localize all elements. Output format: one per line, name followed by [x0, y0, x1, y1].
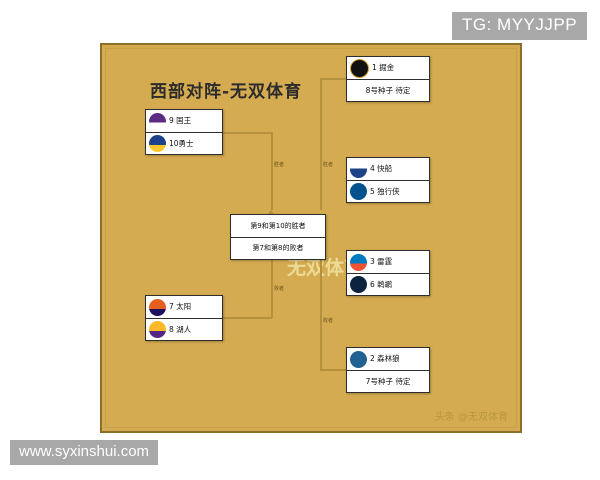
- edge-label-center-nuggets: 胜者: [323, 162, 334, 168]
- matchup-box-seed-1[interactable]: 1 掘金 8号种子 待定: [346, 56, 430, 102]
- team-label: 8号种子 待定: [365, 85, 411, 95]
- table-row[interactable]: 第9和第10的胜者: [231, 215, 325, 237]
- table-row[interactable]: 1 掘金: [347, 57, 429, 79]
- nuggets-logo: [350, 58, 369, 78]
- edge-label-center-wolves: 败者: [323, 318, 334, 324]
- team-label: 6 鹈鹕: [370, 279, 393, 289]
- table-row[interactable]: 9 国王: [146, 110, 222, 132]
- matchup-box-seed-4-5[interactable]: 4 快船 5 独行侠: [346, 157, 430, 203]
- connector-suns-v: [271, 258, 273, 318]
- clippers-logo: [350, 160, 367, 178]
- team-label: 3 雷霆: [370, 257, 393, 267]
- center-watermark: 无双体育: [287, 257, 364, 279]
- table-row[interactable]: 6 鹈鹕: [347, 273, 429, 295]
- edge-label-kings: 胜者: [274, 162, 285, 168]
- table-row[interactable]: 2 森林狼: [347, 348, 429, 370]
- tg-watermark-badge: TG: MYYJJPP: [452, 12, 588, 40]
- play-in-winner-label: 第9和第10的胜者: [250, 221, 306, 230]
- bracket-panel: 西部对阵-无双体育 无双体育 头条 @无双体育 胜者 败者 胜者 败者 9 国王: [100, 43, 522, 433]
- table-row[interactable]: 4 快船: [347, 158, 429, 180]
- mavericks-logo: [350, 183, 367, 200]
- pelicans-logo: [350, 276, 367, 293]
- page-title: 西部对阵-无双体育: [150, 82, 303, 102]
- matchup-box-seed-2[interactable]: 2 森林狼 7号种子 待定: [346, 347, 430, 393]
- timberwolves-logo: [350, 350, 367, 368]
- matchup-box-play-in-9-10[interactable]: 9 国王 10勇士: [145, 109, 223, 155]
- team-label: 9 国王: [169, 116, 192, 126]
- matchup-box-play-in-7-8[interactable]: 7 太阳 8 湖人: [145, 295, 223, 341]
- table-row[interactable]: 第7和第8的败者: [231, 237, 325, 259]
- edge-label-suns: 败者: [274, 286, 285, 292]
- suns-logo: [149, 298, 166, 316]
- corner-watermark: 头条 @无双体育: [434, 412, 508, 423]
- table-row[interactable]: 7 太阳: [146, 296, 222, 318]
- table-row[interactable]: 5 独行侠: [347, 180, 429, 202]
- connector-suns-h: [186, 317, 272, 319]
- team-label: 7号种子 待定: [365, 376, 411, 386]
- team-label: 2 森林狼: [370, 354, 400, 364]
- connector-center-down-h: [320, 369, 346, 371]
- connector-kings-h: [186, 132, 272, 134]
- team-label: 8 湖人: [169, 324, 192, 334]
- table-row[interactable]: 10勇士: [146, 132, 222, 154]
- thunder-logo: [350, 253, 367, 271]
- table-row[interactable]: 8号种子 待定: [347, 79, 429, 101]
- connector-kings-arrow: [268, 210, 274, 214]
- team-label: 7 太阳: [169, 302, 192, 312]
- table-row[interactable]: 7号种子 待定: [347, 370, 429, 392]
- kings-logo: [149, 112, 166, 130]
- lakers-logo: [149, 321, 166, 338]
- connector-kings-v: [271, 132, 273, 210]
- matchup-box-final-play-in[interactable]: 第9和第10的胜者 第7和第8的败者: [230, 214, 326, 260]
- connector-center-up-h: [320, 78, 346, 80]
- matchup-box-seed-3-6[interactable]: 3 雷霆 6 鹈鹕: [346, 250, 430, 296]
- team-label: 10勇士: [169, 138, 194, 148]
- warriors-logo: [149, 135, 166, 152]
- site-watermark: www.syxinshui.com: [10, 440, 159, 465]
- team-label: 4 快船: [370, 164, 393, 174]
- team-label: 5 独行侠: [370, 186, 400, 196]
- table-row[interactable]: 8 湖人: [146, 318, 222, 340]
- connector-center-down-v: [320, 258, 322, 370]
- table-row[interactable]: 3 雷霆: [347, 251, 429, 273]
- team-label: 1 掘金: [372, 63, 395, 73]
- play-in-loser-label: 第7和第8的败者: [252, 244, 304, 252]
- connector-center-up-v: [320, 78, 322, 210]
